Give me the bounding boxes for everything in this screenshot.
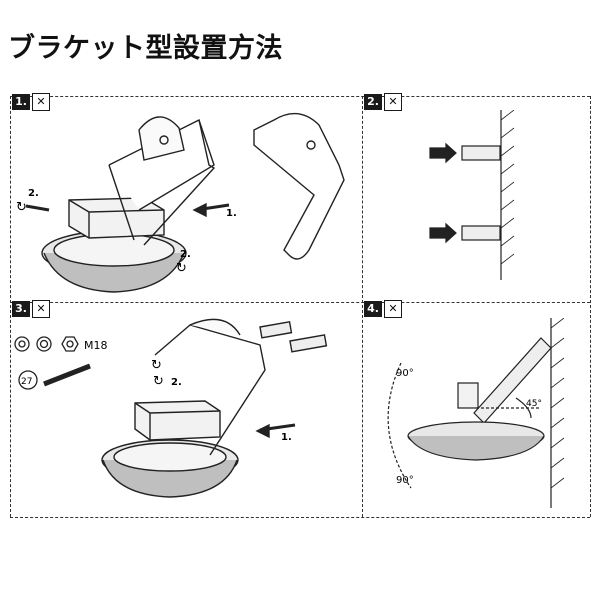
angle-label-lower: 90°: [396, 475, 414, 486]
step-2-badge: 2. ✕: [364, 93, 402, 111]
angle-label-upper: 90°: [396, 368, 414, 379]
rotate-arrow-icon: ↻: [176, 261, 187, 276]
panel-divider-center: [362, 96, 363, 517]
step-1-callout-remove-screw: 2.: [28, 188, 39, 199]
rotate-arrow-icon: ↻: [151, 358, 162, 373]
step-3-number: 3.: [12, 301, 30, 317]
panel-divider-bottom: [10, 517, 590, 518]
step-3-badge: 3. ✕: [12, 300, 50, 318]
step-1-badge: 1. ✕: [12, 93, 50, 111]
screwdriver-wrench-icon: ✕: [32, 93, 50, 111]
step-4-badge: 4. ✕: [364, 300, 402, 318]
panel-divider-left: [10, 96, 11, 517]
step-4-illustration: 90° 90° 45°: [387, 318, 565, 508]
hardware-list: M18 27: [14, 336, 108, 390]
rotate-arrow-icon: ↻: [153, 374, 164, 389]
wrench-size-label: 27: [21, 377, 32, 387]
page-title: ブラケット型設置方法: [8, 33, 283, 64]
panel-divider-top: [10, 96, 590, 97]
step-2-illustration: [429, 110, 515, 280]
step-3-callout-slide-in: 1.: [281, 432, 292, 443]
step-1-illustration: 2. 1. 2. ↻ ↻: [16, 112, 345, 293]
screwdriver-wrench-icon: ✕: [384, 300, 402, 318]
bolt-size-label: M18: [84, 339, 108, 352]
step-2-number: 2.: [364, 94, 382, 110]
screwdriver-wrench-icon: ✕: [384, 93, 402, 111]
panel-divider-middle: [10, 302, 590, 303]
step-1-number: 1.: [12, 94, 30, 110]
step-3-illustration: 2. 1. ↻ ↻: [101, 318, 328, 498]
step-1-callout-rotate-side: 2.: [180, 249, 191, 260]
rotate-arrow-icon: ↻: [16, 200, 27, 215]
screwdriver-wrench-icon: ✕: [32, 300, 50, 318]
angle-label-tilt: 45°: [526, 399, 542, 409]
step-4-number: 4.: [364, 301, 382, 317]
panel-divider-right: [590, 96, 591, 517]
step-1-callout-remove-bracket: 1.: [226, 208, 237, 219]
step-3-callout-insert-bolt: 2.: [171, 377, 182, 388]
